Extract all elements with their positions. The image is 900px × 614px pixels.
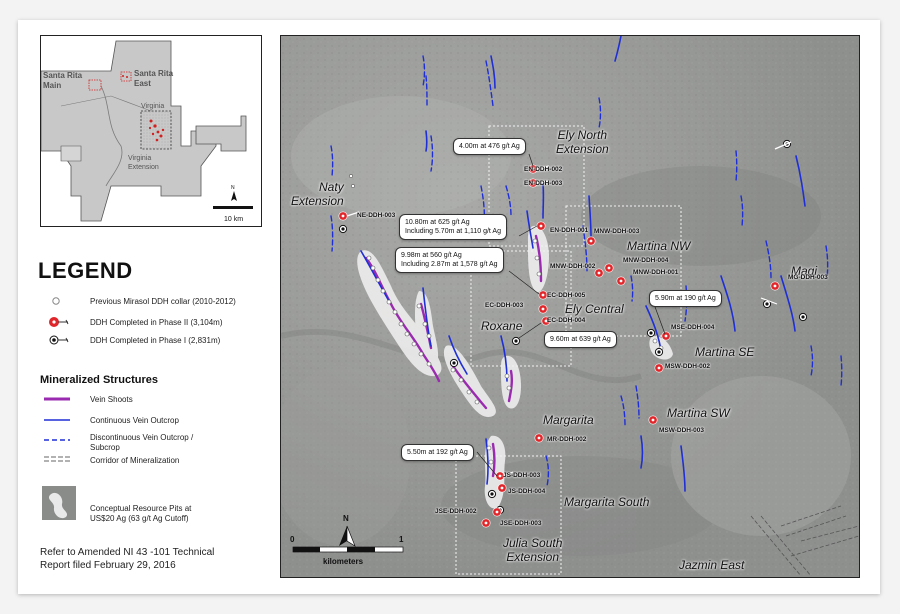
legend-vein-shoot-label: Vein Shoots xyxy=(90,395,133,404)
legend-continuous-vein-label: Continuous Vein Outcrop xyxy=(90,416,179,425)
discontinuous-veins xyxy=(330,55,843,487)
hole-label-en003: EN-DDH-003 xyxy=(524,180,563,187)
main-north-label: N xyxy=(343,514,349,523)
scale-label-zero: 0 xyxy=(290,535,295,544)
scale-label-one: 1 xyxy=(399,535,404,544)
hole-label-mnw002: MNW-DDH-002 xyxy=(550,263,596,270)
assay-callout-1: 4.00m at 476 g/t Ag xyxy=(453,138,526,155)
hole-label-mnw003: MNW-DDH-003 xyxy=(594,228,640,235)
main-map-graphic xyxy=(281,36,859,577)
inset-label-virginia-extension: Virginia xyxy=(128,155,151,162)
legend-structures-title: Mineralized Structures xyxy=(40,374,158,386)
inset-left-block xyxy=(60,145,82,162)
hole-label-js003: JS-DDH-003 xyxy=(503,472,541,479)
hole-label-ec004: EC-DDH-004 xyxy=(547,317,586,324)
inset-label-santa-rita-east: Santa Rita xyxy=(134,69,174,78)
area-label-martina-nw: Martina NW xyxy=(627,239,691,253)
report-note: Refer to Amended NI 43 -101 Technical Re… xyxy=(40,547,215,571)
legend-phase1-icon xyxy=(49,335,69,345)
jazmin-corridor xyxy=(750,505,859,577)
location-inset-map: Santa Rita Main Santa Rita East Virginia… xyxy=(40,35,262,227)
inset-north-arrow: N xyxy=(231,185,237,201)
legend-symbols xyxy=(42,297,76,520)
svg-text:Extension: Extension xyxy=(128,164,159,171)
area-label-magi: Magi xyxy=(791,264,818,278)
svg-text:East: East xyxy=(134,79,151,88)
inset-label-virginia: Virginia xyxy=(141,103,164,110)
inset-target-box xyxy=(140,110,172,150)
area-label-martina-se: Martina SE xyxy=(695,345,755,359)
inset-claim-area xyxy=(41,40,217,222)
inset-vein-marks xyxy=(122,75,165,142)
legend-pit-shape xyxy=(48,492,68,519)
main-north-arrow-icon xyxy=(339,525,356,547)
previous-collars xyxy=(349,174,664,465)
hole-label-ec005: EC-DDH-005 xyxy=(547,292,586,299)
legend-phase1-label: DDH Completed in Phase I (2,831m) xyxy=(90,336,221,345)
scale-label-unit: kilometers xyxy=(323,557,364,566)
area-label-roxane: Roxane xyxy=(481,319,523,333)
callout-leaders xyxy=(476,153,666,477)
assay-callout-4: 5.90m at 190 g/t Ag xyxy=(649,290,722,307)
legend-title: LEGEND xyxy=(38,258,133,283)
area-label-julia-south: Julia South Extension xyxy=(503,536,563,564)
hole-label-msw003: MSW-DDH-003 xyxy=(659,427,705,434)
inset-scale-label: 10 km xyxy=(224,216,243,223)
hole-label-js004: JS-DDH-004 xyxy=(508,488,546,495)
inset-map-graphic: Santa Rita Main Santa Rita East Virginia… xyxy=(41,36,261,226)
mineralization-corridors xyxy=(455,125,682,575)
hole-label-mg003: MG-DDH-003 xyxy=(788,274,828,281)
legend-phase2-icon xyxy=(49,317,69,327)
area-label-margarita: Margarita xyxy=(543,413,594,427)
legend-previous-collar-icon xyxy=(52,297,60,305)
svg-text:Main: Main xyxy=(43,81,61,90)
hole-label-mr002: MR-DDH-002 xyxy=(547,436,587,443)
legend-corridor-label: Corridor of Mineralization xyxy=(90,456,180,465)
hole-label-msw002: MSW-DDH-002 xyxy=(665,363,711,370)
hole-traces xyxy=(346,165,550,477)
main-map: Naty Extension Ely North Extension Marti… xyxy=(280,35,860,578)
main-scale-bar xyxy=(292,546,404,553)
hole-label-en002: EN-DDH-002 xyxy=(524,166,563,173)
legend-phase2-label: DDH Completed in Phase II (3,104m) xyxy=(90,318,223,327)
inset-label-santa-rita-main: Santa Rita xyxy=(43,71,83,80)
inset-claim-block-east xyxy=(195,115,247,152)
inset-santa-rita-box xyxy=(88,79,102,91)
hole-label-en001: EN-DDH-001 xyxy=(550,227,589,234)
hole-label-ne003: NE-DDH-003 xyxy=(357,212,396,219)
legend-previous-collar-label: Previous Mirasol DDH collar (2010-2012) xyxy=(90,297,236,306)
hole-label-ec003: EC-DDH-003 xyxy=(485,302,524,309)
hole-label-mse004: MSE-DDH-004 xyxy=(671,324,715,331)
area-label-jazmin-east: Jazmin East xyxy=(679,558,745,572)
inset-scale-bar xyxy=(213,206,253,209)
assay-callout-6: 5.50m at 192 g/t Ag xyxy=(401,444,474,461)
terrain-shading xyxy=(281,96,851,556)
area-label-ely-north: Ely North Extension xyxy=(556,128,609,156)
svg-text:N: N xyxy=(231,185,235,191)
legend-pits-label: Conceptual Resource Pits at US$20 Ag (63… xyxy=(90,504,192,523)
area-label-martina-sw: Martina SW xyxy=(667,406,730,420)
area-label-margarita-south: Margarita South xyxy=(564,495,650,509)
legend-discontinuous-vein-label: Discontinuous Vein Outcrop / Subcrop xyxy=(90,433,194,452)
hole-label-mnw004: MNW-DDH-004 xyxy=(623,257,669,264)
hole-label-mnw001: MNW-DDH-001 xyxy=(633,269,679,276)
legend-corridor-line xyxy=(44,456,70,462)
hole-label-jse003: JSE-DDH-003 xyxy=(500,520,542,527)
assay-callout-5: 9.60m at 639 g/t Ag xyxy=(544,331,617,348)
area-label-naty: Naty Extension xyxy=(291,180,344,208)
area-label-ely-central: Ely Central xyxy=(565,302,624,316)
hole-label-jse002: JSE-DDH-002 xyxy=(435,508,477,515)
